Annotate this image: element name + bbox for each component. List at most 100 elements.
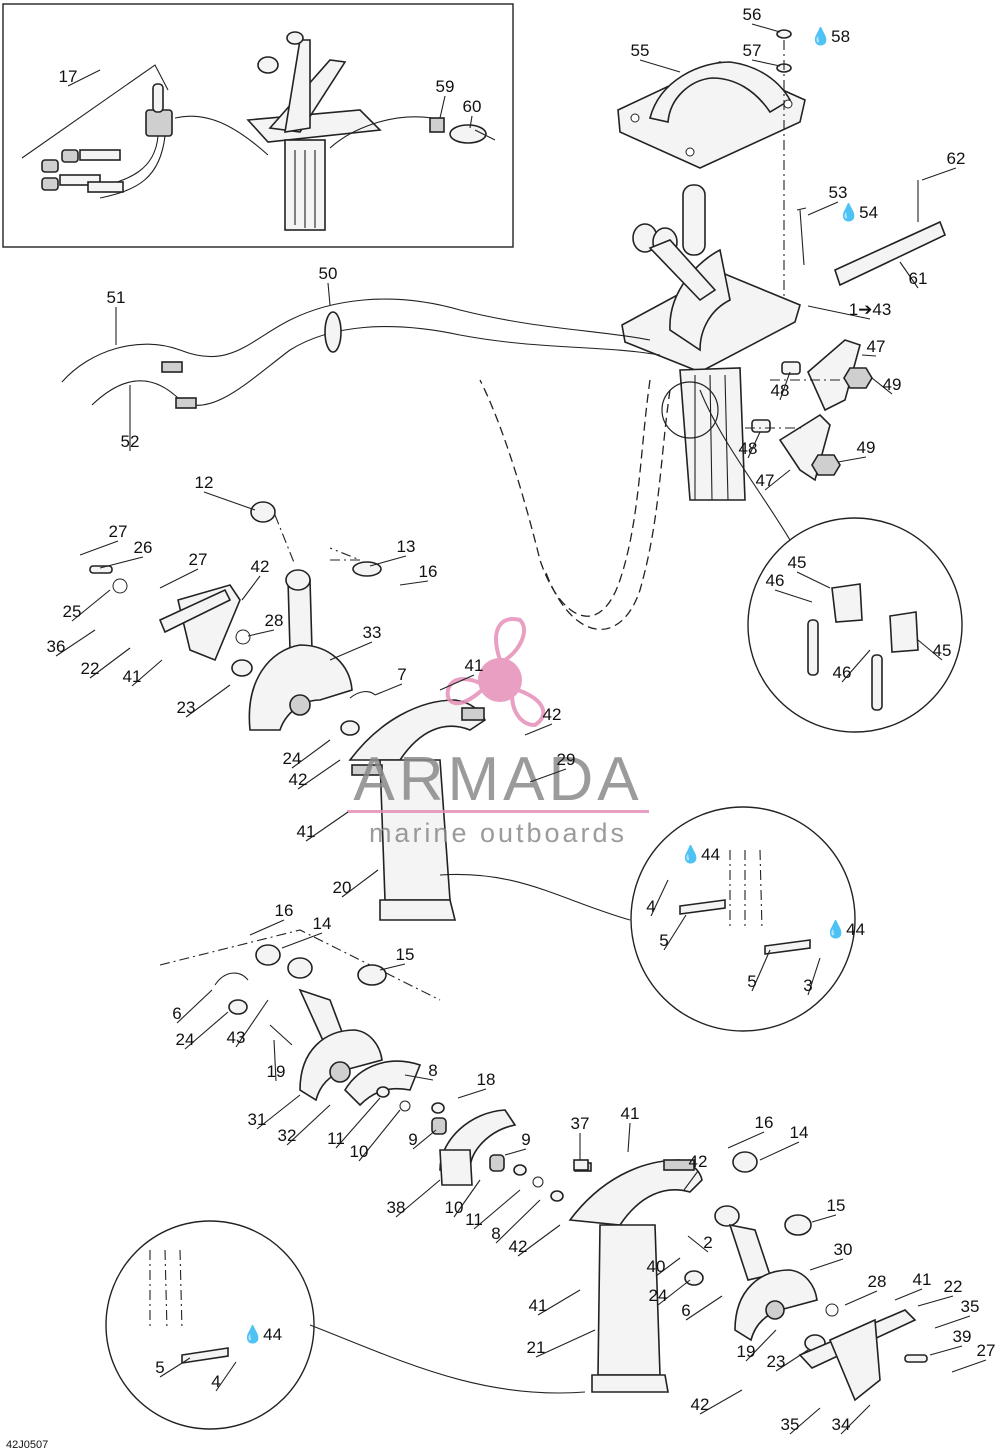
cables-50-51-52 bbox=[61, 298, 671, 631]
callout-40: 40 bbox=[647, 1257, 666, 1276]
callout-58: 💧58 bbox=[810, 26, 850, 46]
callout-16: 16 bbox=[755, 1113, 774, 1132]
leader-c15b bbox=[811, 1214, 837, 1223]
leader-c41b bbox=[439, 674, 475, 691]
leader-c45a bbox=[796, 571, 831, 589]
callout-3: 3 bbox=[803, 976, 812, 995]
leader-c17 bbox=[67, 69, 101, 87]
callout-21: 21 bbox=[527, 1338, 546, 1357]
leader-c29 bbox=[529, 768, 567, 783]
callout-12: 12 bbox=[195, 473, 214, 492]
leader-c42c bbox=[297, 759, 341, 790]
callout-62: 62 bbox=[947, 149, 966, 168]
leader-c35a bbox=[934, 1315, 971, 1329]
leader-c2 bbox=[687, 1235, 709, 1253]
leader-c36 bbox=[55, 629, 96, 657]
leader-c27c bbox=[951, 1359, 987, 1373]
callout-10: 10 bbox=[445, 1198, 464, 1217]
leader-c10a bbox=[358, 1109, 401, 1162]
callout-57: 57 bbox=[743, 41, 762, 60]
leader-c23a bbox=[185, 684, 231, 718]
callout-23: 23 bbox=[177, 698, 196, 717]
leader-c4b bbox=[215, 1361, 237, 1392]
leader-c23b bbox=[775, 1349, 809, 1372]
callout-41: 41 bbox=[621, 1104, 640, 1123]
callout-53: 53 bbox=[829, 183, 848, 202]
leader-c19b bbox=[745, 1329, 777, 1362]
callout-35: 35 bbox=[961, 1297, 980, 1316]
callout-20: 20 bbox=[333, 878, 352, 897]
leader-c47b bbox=[764, 469, 791, 491]
callout-24: 24 bbox=[283, 749, 302, 768]
leader-c11b bbox=[473, 1189, 521, 1230]
callout-27: 27 bbox=[189, 550, 208, 569]
leader-c55 bbox=[639, 59, 681, 73]
callout-55: 55 bbox=[631, 41, 650, 60]
callout-41: 41 bbox=[529, 1296, 548, 1315]
leader-c5c bbox=[159, 1357, 191, 1378]
callout-56: 56 bbox=[743, 5, 762, 24]
callout-42: 42 bbox=[289, 770, 308, 789]
leader-c41f bbox=[894, 1288, 923, 1301]
callout-31: 31 bbox=[248, 1110, 267, 1129]
screw-56-washer-57 bbox=[776, 29, 792, 300]
callout-43: 43 bbox=[227, 1028, 246, 1047]
leader-c56 bbox=[751, 23, 781, 33]
callout-19: 19 bbox=[267, 1062, 286, 1081]
cover-55 bbox=[617, 61, 806, 169]
leader-c61 bbox=[899, 261, 919, 289]
leader-c42b bbox=[524, 723, 553, 736]
leader-c10b bbox=[453, 1179, 481, 1218]
callout-33: 33 bbox=[363, 623, 382, 642]
leader-c28b bbox=[844, 1290, 878, 1306]
callout-47: 47 bbox=[756, 471, 775, 490]
leader-c8a bbox=[404, 1074, 434, 1081]
housing-21 bbox=[568, 1159, 703, 1393]
leader-c49b bbox=[837, 456, 867, 463]
callout-23: 23 bbox=[767, 1352, 786, 1371]
leader-c20 bbox=[341, 869, 379, 898]
callout-17: 17 bbox=[59, 67, 78, 86]
leader-c24c bbox=[657, 1279, 691, 1306]
brackets-47-48-49 bbox=[745, 339, 873, 482]
leader-c21 bbox=[535, 1329, 596, 1358]
callout-5: 5 bbox=[659, 931, 668, 950]
leader-c62 bbox=[921, 167, 957, 181]
leader-c59 bbox=[439, 95, 446, 119]
leader-c41c bbox=[305, 811, 349, 842]
callout-4: 4 bbox=[211, 1372, 220, 1391]
callout-16: 16 bbox=[419, 562, 438, 581]
callout-50: 50 bbox=[319, 264, 338, 283]
callout-14: 14 bbox=[313, 914, 332, 933]
leader-lines bbox=[55, 23, 987, 1435]
detail-circle-switches bbox=[661, 381, 963, 733]
callout-15: 15 bbox=[396, 945, 415, 964]
callout-11: 11 bbox=[465, 1210, 483, 1229]
leader-c18 bbox=[457, 1088, 487, 1099]
callout-7: 7 bbox=[397, 665, 406, 684]
leader-c1_43 bbox=[807, 305, 871, 320]
callout-41: 41 bbox=[913, 1270, 932, 1289]
callout-1-43: 1➔43 bbox=[849, 300, 892, 319]
leader-c45b bbox=[917, 639, 943, 661]
leader-c48b bbox=[747, 431, 761, 459]
callout-25: 25 bbox=[63, 602, 82, 621]
upper-lever-assembly bbox=[89, 501, 382, 736]
leader-c25 bbox=[71, 589, 111, 622]
callout-49: 49 bbox=[883, 375, 902, 394]
callout-51: 51 bbox=[107, 288, 126, 307]
leader-c46a bbox=[774, 589, 813, 603]
callout-45: 45 bbox=[788, 553, 807, 572]
callout-48: 48 bbox=[739, 439, 758, 458]
leader-c43 bbox=[235, 999, 269, 1048]
callout-24: 24 bbox=[176, 1030, 195, 1049]
callout-30: 30 bbox=[834, 1240, 853, 1259]
callout-10: 10 bbox=[350, 1142, 369, 1161]
callout-5: 5 bbox=[155, 1358, 164, 1377]
leader-c12 bbox=[203, 491, 256, 511]
leader-c32 bbox=[286, 1104, 331, 1146]
callout-41: 41 bbox=[465, 656, 484, 675]
leader-c42a bbox=[241, 575, 261, 601]
callout-59: 59 bbox=[436, 77, 455, 96]
callout-27: 27 bbox=[977, 1341, 996, 1360]
